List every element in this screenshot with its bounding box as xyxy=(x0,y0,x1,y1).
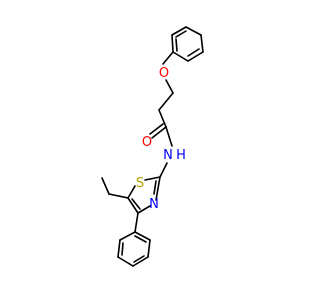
bond-double xyxy=(121,242,124,256)
bond-double xyxy=(175,38,178,52)
bond-double xyxy=(187,48,200,57)
bond xyxy=(144,176,161,181)
ether-oxygen-label: O xyxy=(159,66,169,81)
carbonyl-oxygen-label: O xyxy=(142,135,152,150)
bonds xyxy=(101,26,204,267)
bond xyxy=(117,239,121,258)
thiazole-sulfur-label: S xyxy=(136,176,144,191)
bond xyxy=(147,239,151,258)
bond xyxy=(185,26,202,36)
bond-double xyxy=(153,180,157,195)
bond xyxy=(158,92,174,111)
bond xyxy=(200,34,204,53)
bond-double xyxy=(149,123,164,135)
amide-nitrogen-label: N xyxy=(163,148,173,163)
bond-double xyxy=(131,198,141,210)
thiazole-nitrogen-label: N xyxy=(149,197,159,212)
bond xyxy=(172,51,189,62)
bond xyxy=(159,162,168,178)
bond xyxy=(171,34,174,53)
bond xyxy=(119,231,136,241)
bond xyxy=(165,126,173,147)
bond xyxy=(117,256,134,267)
bond xyxy=(108,193,129,199)
bond xyxy=(127,197,139,214)
bond xyxy=(151,126,167,139)
bond xyxy=(162,51,174,65)
bond xyxy=(155,176,161,201)
bond-double xyxy=(133,255,145,263)
amide-hydrogen-label: H xyxy=(176,148,186,163)
bond xyxy=(187,51,204,62)
bond xyxy=(134,231,151,241)
atom-labels: O O N H S N xyxy=(136,66,186,212)
bond xyxy=(137,205,151,214)
bond-double xyxy=(134,235,147,243)
bond xyxy=(171,26,187,36)
molecule-structure: O O N H S N xyxy=(101,26,204,267)
bond xyxy=(101,177,110,195)
bond-double xyxy=(175,30,187,38)
bond xyxy=(165,79,174,94)
bond xyxy=(132,256,149,267)
bond xyxy=(127,185,136,199)
bond xyxy=(158,109,167,128)
bond xyxy=(134,212,139,233)
